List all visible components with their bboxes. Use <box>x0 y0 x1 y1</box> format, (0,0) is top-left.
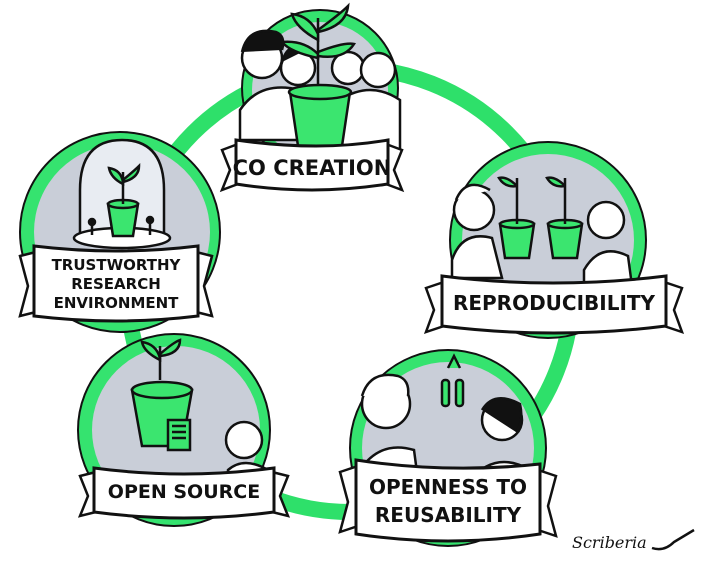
node-co-creation: CO CREATION <box>219 2 405 193</box>
node-openness: OPENNESS TO REUSABILITY <box>338 349 558 547</box>
openness-banner: OPENNESS TO REUSABILITY <box>338 458 558 543</box>
scientists-icon <box>450 183 634 288</box>
node-reproducibility: REPRODUCIBILITY <box>423 141 685 339</box>
people-group-icon <box>238 29 402 152</box>
bell-jar-icon <box>72 138 172 250</box>
trustworthy-label-line3: ENVIRONMENT <box>54 294 180 312</box>
openness-label-line1: OPENNESS TO <box>369 475 527 499</box>
node-trustworthy: TRUSTWORTHY RESEARCH ENVIRONMENT <box>18 131 221 333</box>
open-source-pot-icon <box>130 338 194 452</box>
trustworthy-label-line1: TRUSTWORTHY <box>52 256 182 274</box>
co-creation-plant-icon <box>279 2 357 148</box>
co-creation-banner: CO CREATION <box>219 138 405 193</box>
pruning-shears-icon <box>440 353 465 408</box>
reproducibility-banner: REPRODUCIBILITY <box>423 274 685 335</box>
open-source-label: OPEN SOURCE <box>108 481 260 503</box>
co-creation-label: CO CREATION <box>233 156 392 180</box>
twin-pots-icon <box>497 176 584 260</box>
signature-text: Scriberia <box>572 533 647 552</box>
openness-label-line2: REUSABILITY <box>375 503 522 527</box>
pen-icon <box>651 528 695 551</box>
trustworthy-banner: TRUSTWORTHY RESEARCH ENVIRONMENT <box>18 244 214 323</box>
trustworthy-label-line2: RESEARCH <box>71 275 161 293</box>
scriberia-signature: Scriberia <box>572 528 695 552</box>
open-source-banner: OPEN SOURCE <box>77 466 291 520</box>
node-open-source: OPEN SOURCE <box>77 333 291 527</box>
reproducibility-label: REPRODUCIBILITY <box>453 291 656 315</box>
